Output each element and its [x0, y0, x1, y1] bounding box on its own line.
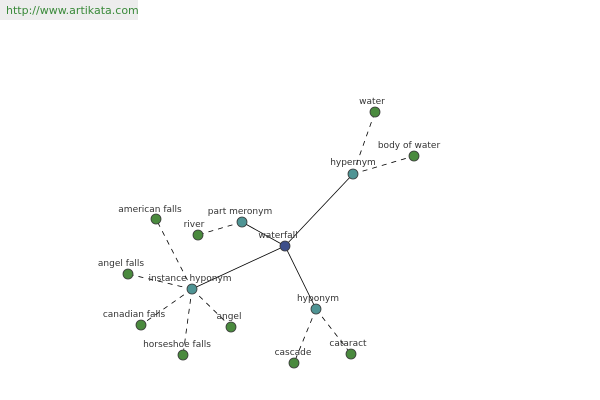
node-label-instance-hyponym[interactable]: instance hyponym: [148, 274, 231, 284]
node-label-angel[interactable]: angel: [217, 312, 242, 322]
node-angel[interactable]: angel: [217, 312, 242, 333]
edges-layer: [127, 111, 415, 364]
node-dot-river[interactable]: [192, 229, 204, 241]
node-river[interactable]: river: [184, 220, 205, 241]
node-dot-cataract[interactable]: [345, 348, 357, 360]
node-label-cascade[interactable]: cascade: [275, 348, 312, 358]
node-label-body-of-water[interactable]: body of water: [378, 141, 441, 151]
node-dot-water[interactable]: [369, 106, 381, 118]
edge-waterfall-hypernym: [284, 173, 354, 247]
edge-instance-hyponym-angel-falls: [127, 273, 193, 290]
edge-waterfall-instance-hyponym: [191, 245, 286, 290]
edge-instance-hyponym-american-falls: [155, 218, 193, 290]
site-url[interactable]: http://www.artikata.com: [0, 0, 139, 20]
edge-waterfall-hyponym: [284, 245, 317, 310]
node-horseshoe-falls[interactable]: horseshoe falls: [143, 340, 211, 361]
edge-hypernym-water: [352, 111, 376, 175]
node-hypernym[interactable]: hypernym: [330, 158, 376, 180]
node-cataract[interactable]: cataract: [329, 339, 367, 360]
node-dot-horseshoe-falls[interactable]: [177, 349, 189, 361]
node-water[interactable]: water: [359, 97, 385, 118]
edge-hypernym-body-of-water: [352, 155, 415, 175]
node-canadian-falls[interactable]: canadian falls: [103, 310, 166, 331]
node-dot-cascade[interactable]: [288, 357, 300, 369]
node-label-american-falls[interactable]: american falls: [118, 205, 182, 215]
node-dot-waterfall[interactable]: [279, 240, 291, 252]
node-dot-canadian-falls[interactable]: [135, 319, 147, 331]
node-label-river[interactable]: river: [184, 220, 205, 230]
node-label-angel-falls[interactable]: angel falls: [98, 259, 145, 269]
node-dot-body-of-water[interactable]: [408, 150, 420, 162]
node-instance-hyponym[interactable]: instance hyponym: [148, 274, 232, 295]
node-label-canadian-falls[interactable]: canadian falls: [103, 310, 166, 320]
node-hyponym[interactable]: hyponym: [297, 294, 339, 315]
node-dot-angel-falls[interactable]: [122, 268, 134, 280]
node-dot-instance-hyponym[interactable]: [186, 283, 198, 295]
node-label-part-meronym[interactable]: part meronym: [208, 207, 272, 217]
node-label-cataract[interactable]: cataract: [329, 339, 367, 349]
node-dot-american-falls[interactable]: [150, 213, 162, 225]
edge-waterfall-part-meronym: [241, 221, 286, 247]
node-dot-part-meronym[interactable]: [236, 216, 248, 228]
node-dot-hyponym[interactable]: [310, 303, 322, 315]
edge-instance-hyponym-horseshoe-falls: [182, 288, 193, 356]
node-cascade[interactable]: cascade: [275, 348, 312, 369]
node-waterfall[interactable]: waterfall: [258, 231, 298, 252]
node-angel-falls[interactable]: angel falls: [98, 259, 145, 280]
node-part-meronym[interactable]: part meronym: [208, 207, 272, 228]
node-label-hyponym[interactable]: hyponym: [297, 294, 339, 304]
node-body-of-water[interactable]: body of water: [378, 141, 441, 162]
node-label-water[interactable]: water: [359, 97, 385, 107]
node-american-falls[interactable]: american falls: [118, 205, 182, 225]
edge-instance-hyponym-canadian-falls: [140, 288, 193, 326]
node-dot-angel[interactable]: [225, 321, 237, 333]
node-label-horseshoe-falls[interactable]: horseshoe falls: [143, 340, 211, 350]
node-dot-hypernym[interactable]: [347, 168, 359, 180]
edge-part-meronym-river: [197, 221, 243, 236]
node-label-waterfall[interactable]: waterfall: [258, 231, 297, 241]
nodes-layer: waterfall hypernym hyponym part meronym inst…: [98, 97, 441, 369]
node-label-hypernym[interactable]: hypernym: [330, 158, 376, 168]
